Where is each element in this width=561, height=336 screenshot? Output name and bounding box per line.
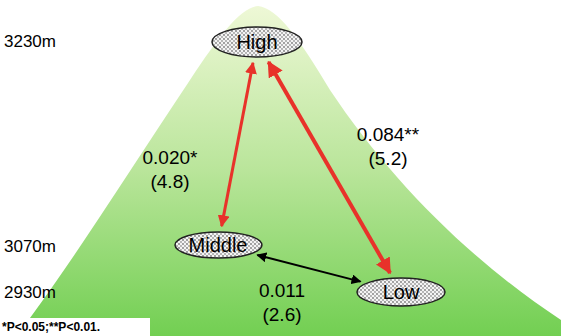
altitude-label: 2930m: [4, 283, 56, 303]
site-name: Low: [383, 282, 420, 302]
altitude-label: 3070m: [4, 237, 56, 257]
site-ellipse: Middle: [174, 231, 263, 259]
site-ellipse: High: [211, 26, 303, 58]
ellipse-shape: [357, 278, 445, 306]
distance-arrow: [257, 255, 360, 282]
altitude-label: 3230m: [4, 32, 56, 52]
distance-value: 0.084** (5.2): [353, 123, 423, 171]
site-name: High: [236, 32, 277, 52]
significance-note: *P<0.05;**P<0.01.: [2, 320, 100, 334]
site-name: Middle: [189, 235, 248, 255]
ellipse-shape: [175, 232, 262, 258]
distance-value: 0.011 (2.6): [247, 279, 317, 327]
mountain-shape: [30, 6, 561, 336]
ellipse-shape: [212, 27, 302, 57]
distance-value: 0.020* (4.8): [135, 146, 205, 194]
distance-arrow: [222, 63, 253, 226]
site-ellipse: Low: [356, 277, 446, 307]
